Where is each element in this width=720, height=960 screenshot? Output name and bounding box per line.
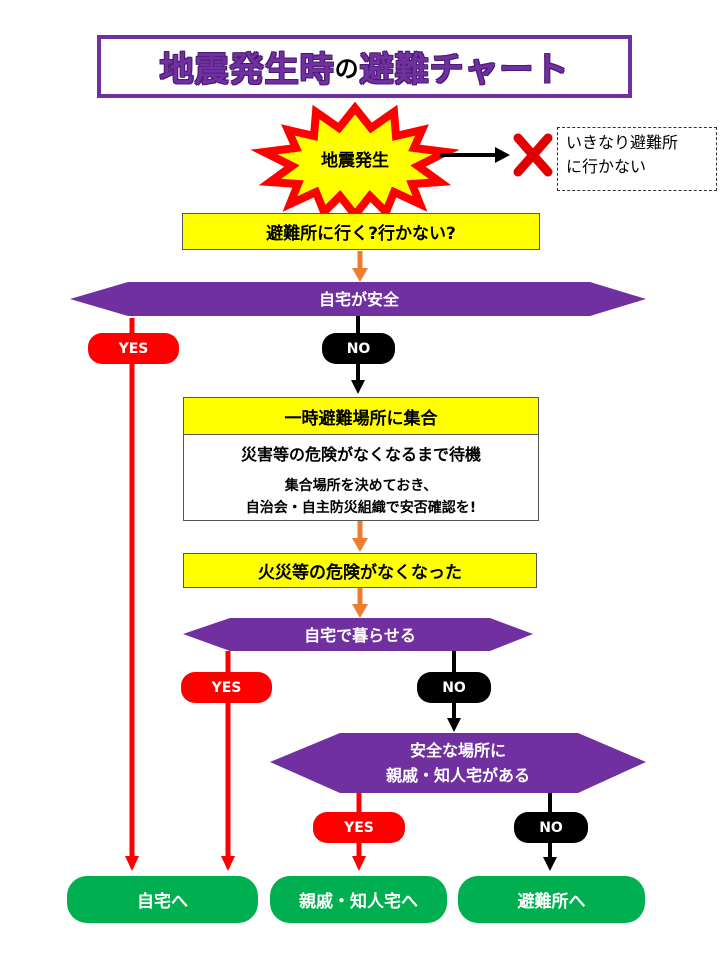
- yes-pill-relatives: YES: [313, 812, 405, 843]
- arrowhead-yes2-home: [221, 856, 235, 871]
- decision-relatives-line-2: 親戚・知人宅がある: [385, 766, 530, 785]
- question-fire-danger: 火災等の危険がなくなった: [183, 553, 537, 588]
- note-line-2: に行かない: [566, 157, 647, 176]
- yes-pill-home-safe: YES: [88, 333, 179, 364]
- gather-line-2: 集合場所を決めておき、: [284, 478, 438, 494]
- arrowhead-no1: [351, 380, 365, 394]
- end-relatives: 親戚・知人宅へ: [270, 876, 447, 923]
- title-sub: 避難チャート: [359, 50, 570, 90]
- title-banner: 地震発生時の避難チャート: [97, 35, 632, 98]
- question-go-shelter: 避難所に行く?行かない?: [182, 213, 540, 250]
- decision-home-safe-shape: [70, 282, 646, 316]
- arrowhead-yes1-home: [125, 856, 139, 871]
- burst-label: 地震発生: [321, 150, 389, 171]
- no-pill-live-home: NO: [417, 672, 491, 703]
- gather-line-3: 自治会・自主防災組織で安否確認を!: [245, 500, 477, 516]
- arrowhead-gather-q2: [352, 538, 368, 552]
- yes-pill-live-home: YES: [181, 672, 272, 703]
- gather-line-1: 災害等の危険がなくなるまで待機: [240, 445, 481, 464]
- end-home: 自宅へ: [67, 876, 258, 923]
- decision-live-home-label: 自宅で暮らせる: [304, 625, 416, 645]
- gather-header: 一時避難場所に集合: [183, 397, 539, 435]
- arrowhead-no2: [447, 718, 461, 732]
- note-line-1: いきなり避難所: [566, 133, 679, 152]
- title-main: 地震発生時: [159, 50, 335, 90]
- decision-relatives-label: 安全な場所に 親戚・知人宅がある: [330, 738, 586, 790]
- decision-live-home-shape: [183, 618, 533, 651]
- decision-relatives-shape: [270, 733, 646, 793]
- note-box: いきなり避難所 に行かない: [557, 127, 717, 191]
- decision-relatives-line-1: 安全な場所に: [409, 741, 506, 760]
- arrowhead-q2-d2: [352, 604, 368, 618]
- decision-home-safe-label: 自宅が安全: [318, 289, 399, 309]
- gather-details: 災害等の危険がなくなるまで待機 集合場所を決めておき、 自治会・自主防災組織で安…: [183, 434, 539, 521]
- cross-icon: [513, 133, 553, 177]
- arrowhead-to-cross: [495, 147, 510, 163]
- arrowhead-no3-shelter: [543, 857, 557, 871]
- end-shelter: 避難所へ: [458, 876, 645, 923]
- no-pill-relatives: NO: [514, 812, 588, 843]
- arrowhead-q1-d1: [352, 268, 368, 282]
- arrowhead-yes3-relatives: [352, 856, 366, 871]
- title-particle: の: [334, 55, 360, 83]
- no-pill-home-safe: NO: [322, 333, 395, 364]
